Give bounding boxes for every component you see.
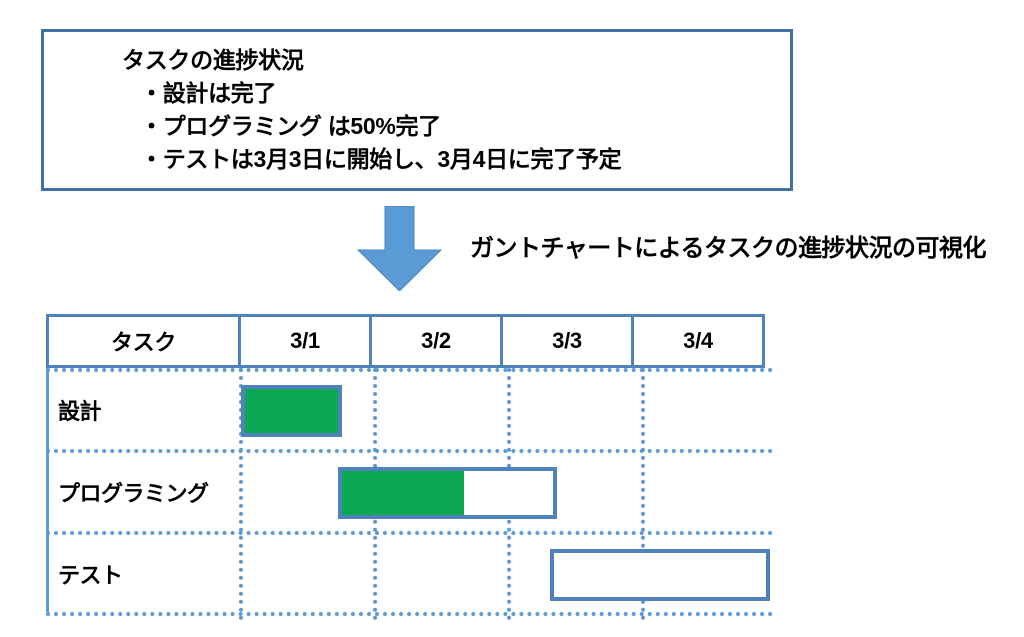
row-label-design: 設計 [58,399,102,424]
gridline-horizontal-1 [46,449,773,453]
gridline-horizontal-0 [46,368,773,372]
gantt-bar-design[interactable] [241,385,342,437]
header-cell-day-3: 3/3 [500,314,634,368]
summary-bullet-programming: ・プログラミング は50%完了 [140,113,441,139]
gantt-header-row: タスク 3/1 3/2 3/3 3/4 [46,314,773,368]
header-cell-task: タスク [46,314,241,368]
gridline-horizontal-3 [46,612,773,616]
gridline-vertical-1 [239,368,243,620]
summary-bullet-design: ・設計は完了 [140,80,277,106]
gridline-vertical-4 [641,368,645,620]
gantt-body: 設計 プログラミング テスト [46,368,773,620]
header-cell-day-1: 3/1 [238,314,372,368]
header-cell-day-4: 3/4 [631,314,765,368]
summary-box: タスクの進捗状況 ・設計は完了 ・プログラミング は50%完了 ・テストは3月3… [41,29,793,191]
row-label-test: テスト [58,563,123,588]
header-cell-day-2: 3/2 [369,314,503,368]
gantt-bar-fill-programming [342,471,465,515]
row-label-programming: プログラミング [58,481,209,506]
gridline-horizontal-2 [46,531,773,535]
gantt-bar-fill-design [245,389,338,433]
gantt-left-border [46,368,49,612]
gantt-bar-test[interactable] [550,549,770,601]
down-arrow-icon [356,205,443,292]
gantt-caption: ガントチャートによるタスクの進捗状況の可視化 [470,235,987,262]
summary-text-block: タスクの進捗状況 ・設計は完了 ・プログラミング は50%完了 ・テストは3月3… [122,44,622,176]
summary-bullet-test: ・テストは3月3日に開始し、3月4日に完了予定 [140,146,622,172]
summary-title: タスクの進捗状況 [122,47,304,73]
gantt-chart: タスク 3/1 3/2 3/3 3/4 設計 プログラミング テスト [46,314,786,620]
gantt-bar-programming[interactable] [338,467,557,519]
